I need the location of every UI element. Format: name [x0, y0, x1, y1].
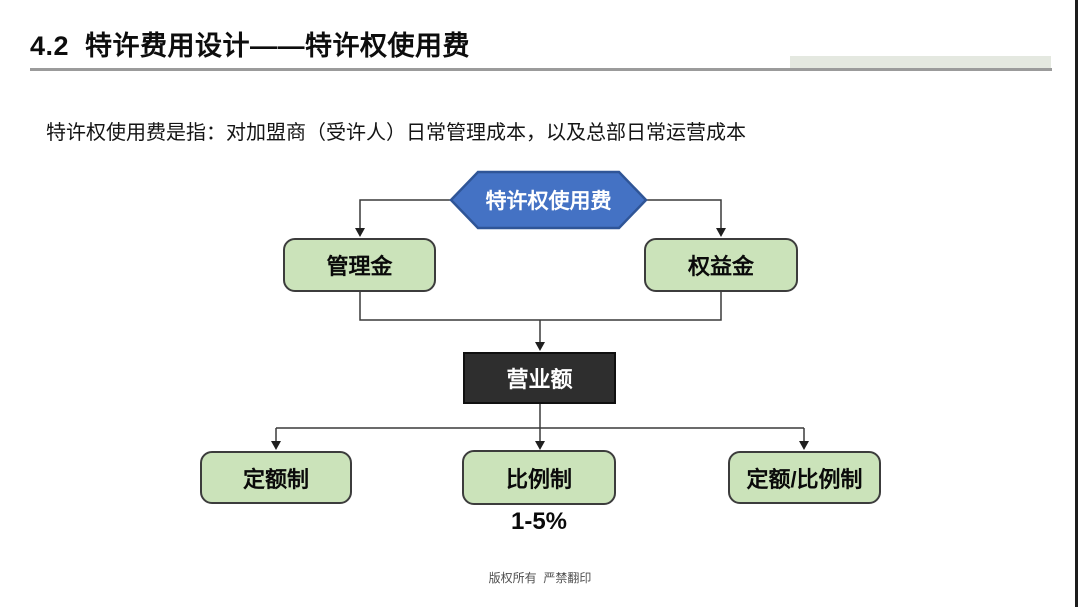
slide-right-border: [1075, 0, 1078, 607]
connector-lines: [275, 199, 805, 443]
node-royalty-fee: 特许权使用费: [485, 190, 612, 213]
node-management-fee: 管理金: [283, 238, 436, 292]
page-title: 4.2 特许费用设计——特许权使用费: [30, 31, 471, 61]
title-accent-bar: [790, 56, 1051, 69]
arrow-down-icon: [716, 228, 726, 237]
node-fixed-system: 定额制: [200, 451, 352, 504]
footer-text: 版权所有 严禁翻印: [488, 571, 592, 585]
arrow-down-icon: [799, 441, 809, 450]
node-fixed-or-proportional-system: 定额/比例制: [728, 451, 881, 504]
node-revenue: 营业额: [463, 352, 616, 404]
rate-note: 1-5%: [510, 508, 568, 535]
arrow-down-icon: [535, 441, 545, 450]
node-equity-fee: 权益金: [644, 238, 798, 292]
intro-text: 特许权使用费是指：对加盟商（受许人）日常管理成本，以及总部日常运营成本: [46, 122, 746, 144]
arrow-down-icon: [535, 342, 545, 351]
title-divider: [30, 68, 1052, 71]
arrow-down-icon: [355, 228, 365, 237]
node-proportional-system: 比例制: [462, 450, 616, 505]
arrow-down-icon: [271, 441, 281, 450]
